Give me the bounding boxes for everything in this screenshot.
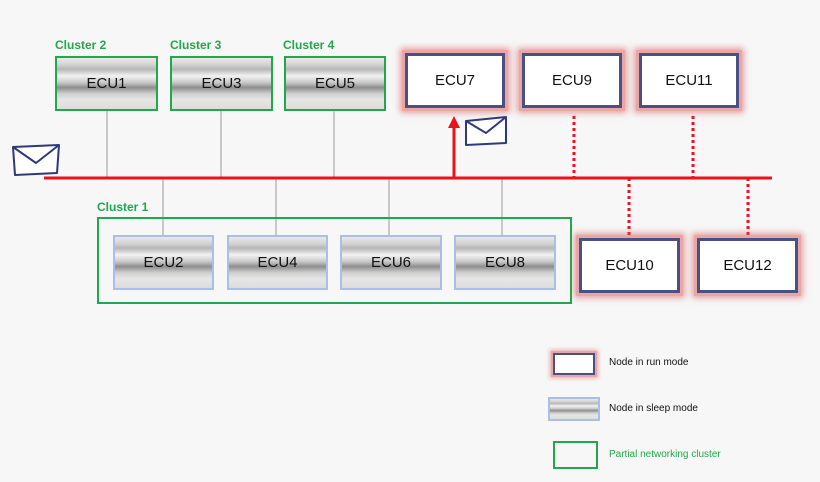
cluster-4-label: Cluster 4 (283, 38, 335, 52)
ecu1-label: ECU1 (86, 75, 127, 92)
ecu5-label: ECU5 (314, 75, 355, 92)
ecu3-label: ECU3 (201, 75, 242, 92)
legend-run-mode-label: Node in run mode (609, 357, 689, 368)
envelope-icon (465, 116, 507, 146)
ecu11-label: ECU11 (665, 72, 713, 89)
ecu6-node: ECU6 (340, 235, 442, 290)
legend-cluster-swatch (553, 441, 598, 469)
ecu8-label: ECU8 (484, 254, 525, 271)
ecu7-node: ECU7 (405, 53, 505, 108)
ecu12-label: ECU12 (723, 257, 772, 274)
legend-run-mode-swatch (553, 353, 595, 375)
ecu6-label: ECU6 (370, 254, 411, 271)
cluster-1-box (97, 217, 572, 304)
envelope-icon (12, 144, 60, 176)
ecu2-label: ECU2 (143, 254, 184, 271)
legend-cluster-label: Partial networking cluster (609, 449, 721, 460)
legend-sleep-mode-swatch (548, 397, 600, 421)
ecu9-label: ECU9 (551, 72, 592, 89)
ecu10-node: ECU10 (579, 238, 680, 293)
wakeup-arrow-head (448, 116, 460, 128)
ecu8-node: ECU8 (454, 235, 556, 290)
cluster-2-label: Cluster 2 (55, 38, 107, 52)
ecu7-label: ECU7 (434, 72, 475, 89)
ecu2-node: ECU2 (113, 235, 214, 290)
ecu12-node: ECU12 (697, 238, 798, 293)
ecu10-label: ECU10 (605, 257, 654, 274)
ecu11-node: ECU11 (639, 53, 739, 108)
legend-sleep-mode-label: Node in sleep mode (609, 403, 698, 414)
ecu9-node: ECU9 (522, 53, 622, 108)
ecu4-label: ECU4 (257, 254, 298, 271)
ecu4-node: ECU4 (227, 235, 328, 290)
cluster-1-label: Cluster 1 (97, 200, 149, 214)
ecu5-node: ECU5 (284, 56, 386, 111)
cluster-3-label: Cluster 3 (170, 38, 222, 52)
ecu1-node: ECU1 (55, 56, 158, 111)
ecu3-node: ECU3 (170, 56, 273, 111)
